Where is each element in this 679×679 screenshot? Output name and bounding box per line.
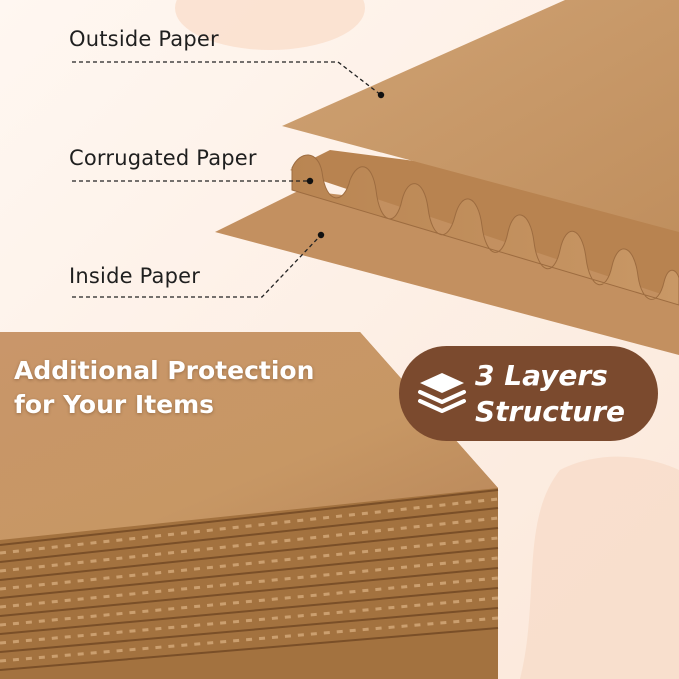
outside-paper-label: Outside Paper: [69, 27, 219, 51]
inside-dot: [317, 231, 325, 239]
stack-edges: [0, 489, 499, 671]
background-blob: [175, 0, 365, 50]
background-blob: [520, 456, 679, 679]
protection-headline: Additional Protection for Your Items: [14, 354, 314, 422]
corrugated-flutes: [291, 154, 679, 306]
headline-line-2: for Your Items: [14, 390, 215, 419]
callout-lines: [72, 61, 382, 298]
outside-leader-line: [72, 61, 382, 96]
corrugated-dot: [306, 177, 314, 185]
badge-line-1: 3 Layers: [475, 359, 608, 392]
cardboard-stack: [0, 332, 499, 679]
stack-top-sheet: [0, 332, 498, 540]
layers-icon: [418, 373, 466, 413]
inside-leader-line: [72, 235, 321, 298]
badge-text: 3 Layers Structure: [475, 358, 625, 430]
corrugated-paper-label: Corrugated Paper: [69, 146, 257, 170]
inside-paper-label: Inside Paper: [69, 264, 201, 288]
outside-paper-sheet: [282, 0, 679, 232]
badge-line-2: Structure: [475, 395, 626, 428]
layers-badge: 3 Layers Structure: [399, 346, 658, 441]
headline-line-1: Additional Protection: [14, 356, 315, 385]
stack-flutes: [0, 497, 499, 663]
callout-dots: [306, 91, 385, 239]
outside-dot: [377, 91, 385, 99]
